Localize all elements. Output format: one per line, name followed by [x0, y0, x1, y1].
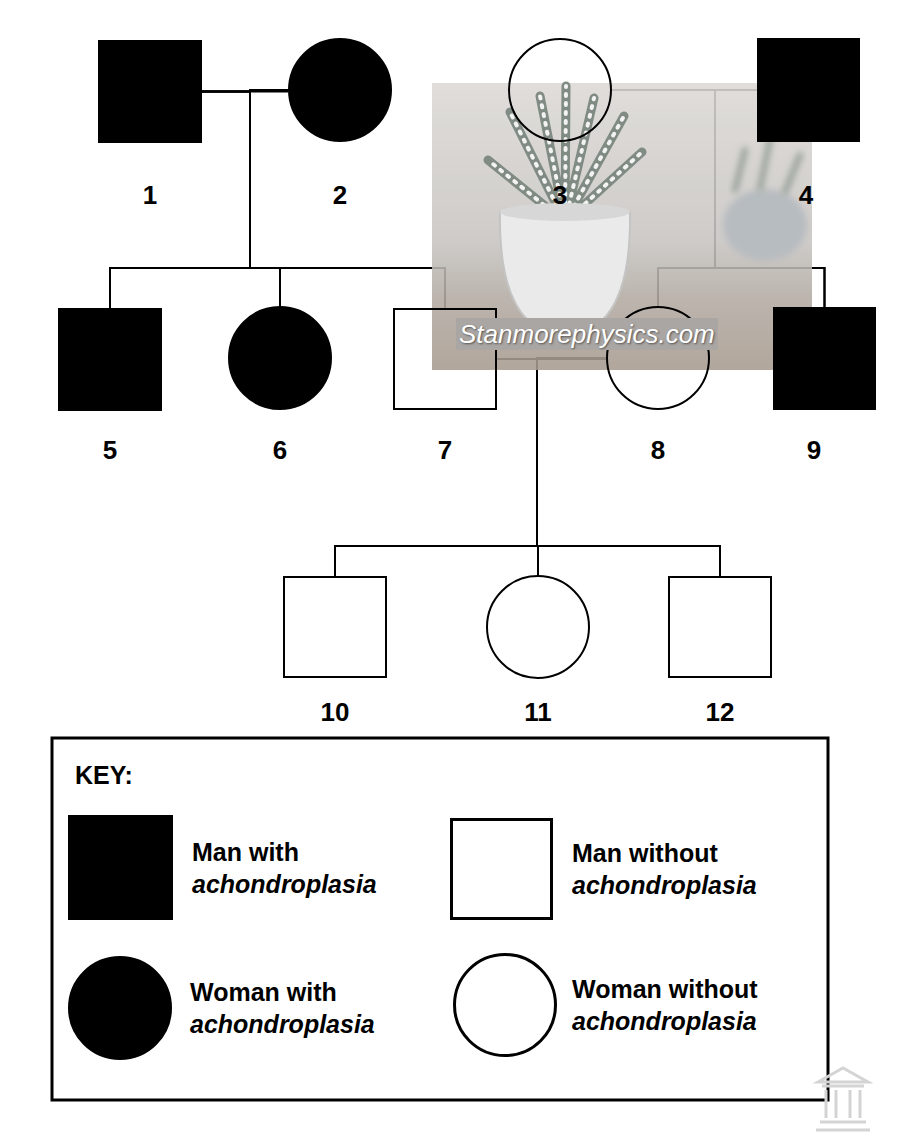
plant-photo [432, 83, 812, 370]
female-circle: 3 [508, 38, 612, 142]
male-square: 10 [283, 576, 387, 678]
square-shape [99, 41, 201, 142]
descent-line [658, 90, 757, 306]
legend-text-part: Woman without [572, 975, 758, 1003]
legend-swatch-frame [450, 818, 553, 920]
individual-number: 2 [248, 180, 432, 210]
descent-line [612, 90, 715, 306]
male-square: 4 [757, 38, 860, 142]
individual-number: 10 [243, 697, 427, 727]
legend-swatch-frame [453, 953, 557, 1057]
legend-text: Woman without achondroplasia [572, 973, 758, 1037]
legend-swatch-frame [68, 815, 173, 920]
female-circle: 11 [486, 575, 590, 679]
legend-heading: KEY: [75, 760, 133, 790]
legend-entry: Woman with achondroplasia [68, 956, 172, 1060]
legend-text-term: achondroplasia [572, 869, 757, 901]
square-shape [284, 577, 386, 677]
circle-shape [229, 307, 331, 409]
legend-text-part: Woman with [190, 978, 337, 1006]
graphic-part [735, 140, 800, 192]
legend-text-part: Man without [572, 839, 718, 867]
descent-line [537, 358, 720, 576]
descent-line [335, 359, 537, 576]
individual-number: 11 [446, 697, 630, 727]
watermark: Stanmorephysics.com [456, 318, 718, 350]
symbol-outline [668, 576, 772, 678]
legend-swatch [452, 820, 552, 919]
symbol-outline [757, 38, 860, 142]
graphic-part [723, 189, 807, 261]
legend-text: Woman with achondroplasia [190, 976, 375, 1040]
mating-line [612, 89, 757, 91]
legend-swatch [455, 955, 556, 1056]
square-shape [774, 308, 875, 409]
square-shape [59, 309, 161, 410]
legend-swatch [70, 958, 171, 1059]
individual-number: 9 [712, 435, 901, 465]
legend-text-term: achondroplasia [192, 868, 377, 900]
individual-number: 8 [566, 435, 750, 465]
legend-entry: Man without achondroplasia [450, 818, 553, 920]
legend-text: Man without achondroplasia [572, 837, 757, 901]
symbol-outline [283, 576, 387, 678]
key-box [52, 738, 828, 1100]
legend-text-term: achondroplasia [572, 1005, 758, 1037]
square-shape [758, 39, 859, 141]
individual-number: 3 [468, 180, 652, 210]
mating-line [497, 358, 606, 360]
legend-entry: Man with achondroplasia [68, 815, 173, 920]
symbol-outline [486, 575, 590, 679]
male-square: 1 [98, 40, 202, 143]
logo-mark [816, 1068, 870, 1130]
graphic-part [816, 1086, 870, 1130]
legend-swatch-frame [68, 956, 172, 1060]
female-circle: 2 [288, 38, 392, 142]
descent-line [497, 359, 720, 576]
female-circle: 6 [228, 306, 332, 410]
descent-line [202, 92, 280, 307]
descent-line [250, 90, 288, 306]
legend-entry: Woman without achondroplasia [453, 953, 557, 1057]
individual-number: 5 [18, 435, 202, 465]
male-square: 9 [773, 307, 876, 410]
mating-line [202, 91, 288, 93]
descent-line [497, 359, 538, 575]
legend-text-part: Man with [192, 838, 299, 866]
graphic-part [432, 83, 812, 370]
individual-number: 4 [712, 180, 900, 210]
circle-shape [487, 576, 589, 678]
individual-number: 7 [353, 435, 537, 465]
symbol-outline [228, 306, 332, 410]
symbol-outline [58, 308, 162, 411]
male-square: 12 [668, 576, 772, 678]
individual-number: 12 [628, 697, 812, 727]
square-shape [669, 577, 771, 677]
descent-line [335, 358, 606, 576]
male-square: 5 [58, 308, 162, 411]
symbol-outline [98, 40, 202, 143]
symbol-outline [288, 38, 392, 142]
legend-text-term: achondroplasia [190, 1008, 375, 1040]
symbol-outline [773, 307, 876, 410]
legend-swatch [70, 817, 172, 919]
individual-number: 1 [58, 180, 242, 210]
legend-text: Man with achondroplasia [192, 836, 377, 900]
circle-shape [509, 39, 611, 141]
descent-line [537, 358, 606, 575]
graphic-part [818, 1068, 868, 1082]
symbol-outline [508, 38, 612, 142]
individual-number: 6 [188, 435, 372, 465]
circle-shape [289, 39, 391, 141]
